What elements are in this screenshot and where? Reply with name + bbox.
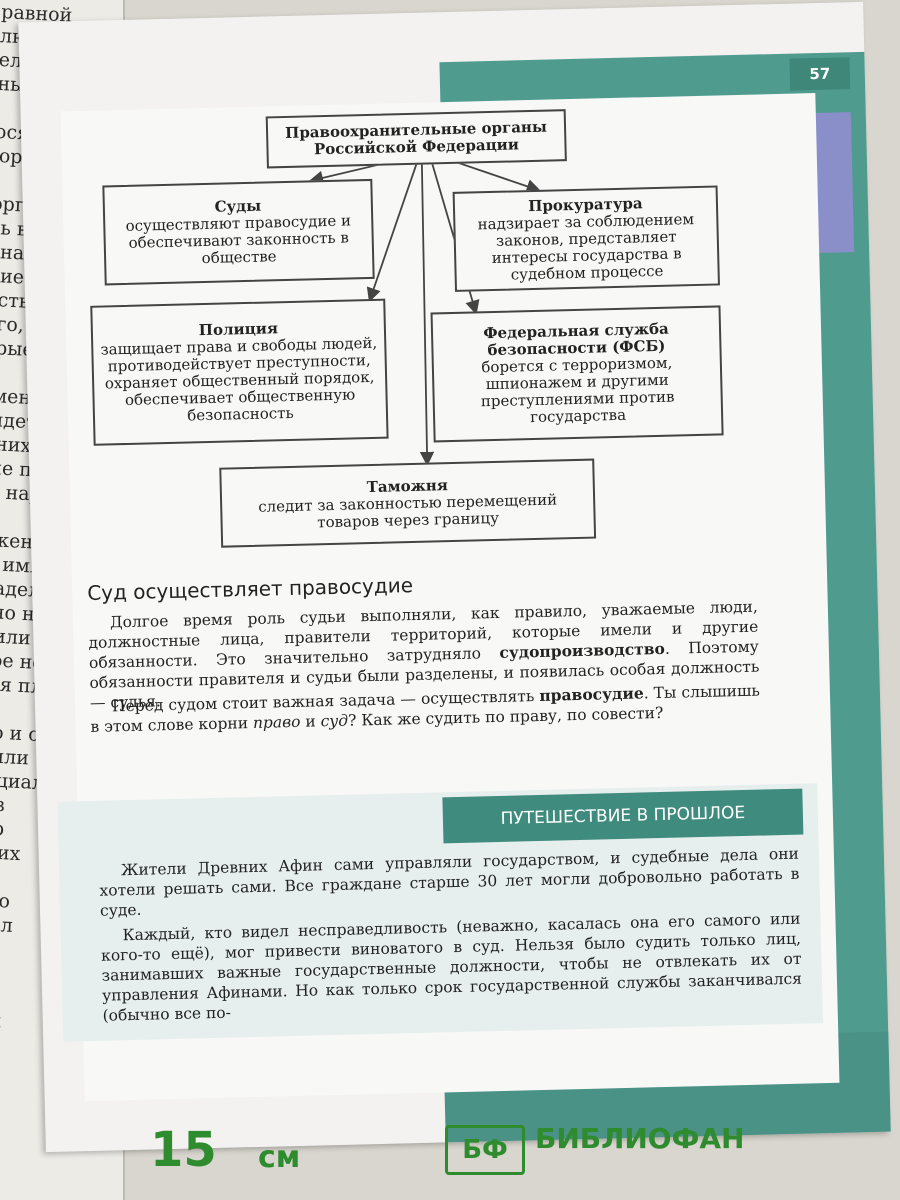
fsb-text: борется с терроризмом, шпионажем и други… — [480, 353, 675, 427]
customs-box: Таможня следит за законностью перемещени… — [219, 458, 597, 548]
ruler-size-number: 15 — [150, 1122, 217, 1178]
p2-text-e: и — [300, 712, 321, 731]
word-sud: суд — [320, 711, 349, 731]
word-pravo: право — [252, 712, 301, 732]
journey-banner: ПУТЕШЕСТВИЕ В ПРОШЛОЕ — [442, 788, 804, 844]
diagram-root-box: Правоохранительные органы Российской Фед… — [265, 109, 567, 169]
brand-name: БИБЛИОФАН — [535, 1122, 745, 1155]
textbook-page: 57 Правоохранительные органы Российской … — [18, 1, 891, 1153]
courts-box: Суды осуществляют правосудие и обеспечив… — [102, 178, 375, 286]
bibliofan-logo-icon: БФ — [445, 1125, 525, 1175]
ruler-size-unit: см — [258, 1140, 301, 1175]
journey-p2-text: Каждый, кто видел несправедливость (нева… — [100, 909, 803, 1025]
prosecutor-text: надзирает за соблюдением законов, предст… — [477, 209, 695, 284]
page-number: 57 — [789, 57, 851, 91]
term-court-proceedings: судопроизводство — [499, 638, 666, 662]
journey-paragraph-2: Каждый, кто видел несправедливость (нева… — [100, 909, 802, 1026]
police-text: защищает права и свободы людей, противод… — [100, 333, 378, 425]
term-justice: правосудие — [539, 683, 644, 705]
courts-text: осуществляют правосудие и обеспечивают з… — [125, 211, 352, 268]
police-box: Полиция защищает права и свободы людей, … — [90, 298, 389, 446]
prosecutor-box: Прокуратура надзирает за соблюдением зак… — [452, 185, 720, 292]
customs-text: следит за законностью перемещений товаро… — [258, 489, 558, 531]
fsb-box: Федеральная служба безопасности (ФСБ) бо… — [430, 305, 724, 443]
